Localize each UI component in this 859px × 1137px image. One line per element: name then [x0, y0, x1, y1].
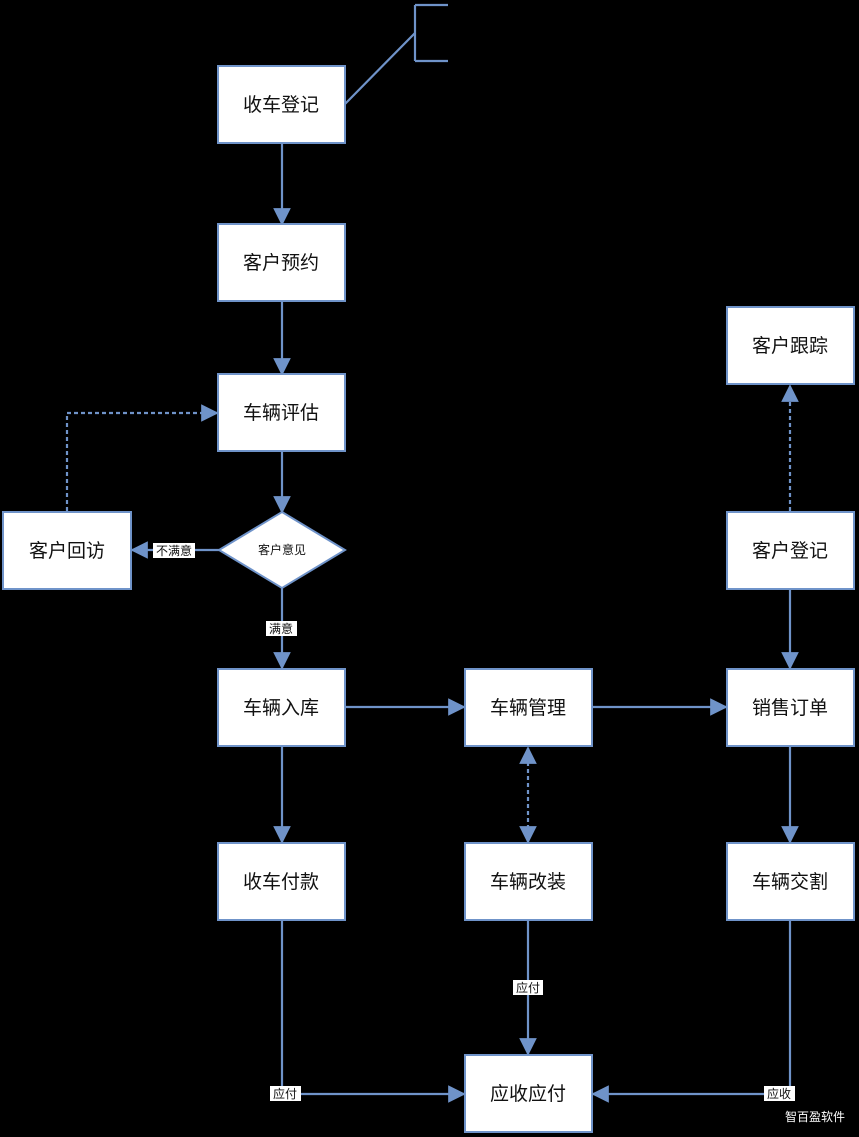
svg-text:收车付款: 收车付款: [243, 871, 319, 893]
node-kehu-huifang: 客户回访: [2, 511, 132, 590]
edge-label-yingshou: 应收: [764, 1086, 795, 1101]
node-kehu-genzong: 客户跟踪: [726, 306, 855, 385]
svg-text:客户回访: 客户回访: [29, 540, 105, 562]
watermark-text: 智百盈软件: [784, 1110, 845, 1124]
svg-text:销售订单: 销售订单: [752, 697, 828, 719]
edge-jiaoge-to-yingshou: [591, 920, 792, 1103]
svg-text:应收: 应收: [767, 1086, 791, 1101]
node-kehu-dengji: 客户登记: [726, 511, 855, 590]
node-xiaoshou-dingdan: 销售订单: [726, 668, 855, 747]
edge-label-yingfu-gaizhuang: 应付: [513, 980, 543, 995]
edge-fukuan-to-yingshou: [280, 920, 466, 1103]
svg-text:车辆管理: 车辆管理: [490, 697, 566, 719]
svg-text:满意: 满意: [269, 621, 293, 636]
node-shouche-fukuan: 收车付款: [217, 842, 346, 921]
node-shouche-dengji: 收车登记: [217, 65, 346, 144]
node-cheliang-guanli: 车辆管理: [464, 668, 593, 747]
annotation-bracket: [344, 3, 448, 105]
node-cheliang-jiaoge: 车辆交割: [726, 842, 855, 921]
svg-text:应付: 应付: [273, 1086, 297, 1101]
svg-text:客户跟踪: 客户跟踪: [752, 335, 828, 357]
svg-text:车辆评估: 车辆评估: [243, 402, 319, 424]
edges: [65, 143, 799, 1103]
svg-text:应付: 应付: [516, 980, 540, 995]
edge-label-yingfu-fukuan: 应付: [270, 1086, 301, 1101]
svg-text:车辆入库: 车辆入库: [243, 697, 319, 719]
svg-text:不满意: 不满意: [156, 543, 192, 558]
svg-text:车辆改装: 车辆改装: [490, 871, 566, 893]
edge-huifang-to-pinggu: [65, 404, 219, 511]
svg-text:客户登记: 客户登记: [752, 540, 828, 562]
node-kehu-yuyue: 客户预约: [217, 223, 346, 302]
svg-text:客户意见: 客户意见: [258, 542, 306, 557]
node-cheliang-ruku: 车辆入库: [217, 668, 346, 747]
edge-label-manyi: 满意: [266, 621, 297, 636]
edge-label-bumanyi: 不满意: [153, 543, 195, 558]
node-yingshou-yingfu: 应收应付: [464, 1054, 593, 1133]
svg-text:车辆交割: 车辆交割: [752, 871, 828, 893]
svg-text:收车登记: 收车登记: [243, 94, 319, 116]
svg-text:客户预约: 客户预约: [243, 252, 319, 274]
node-cheliang-pinggu: 车辆评估: [217, 373, 346, 452]
node-kehu-yijian: 客户意见: [217, 510, 347, 590]
node-cheliang-gaizhuang: 车辆改装: [464, 842, 593, 921]
svg-text:应收应付: 应收应付: [490, 1083, 566, 1105]
